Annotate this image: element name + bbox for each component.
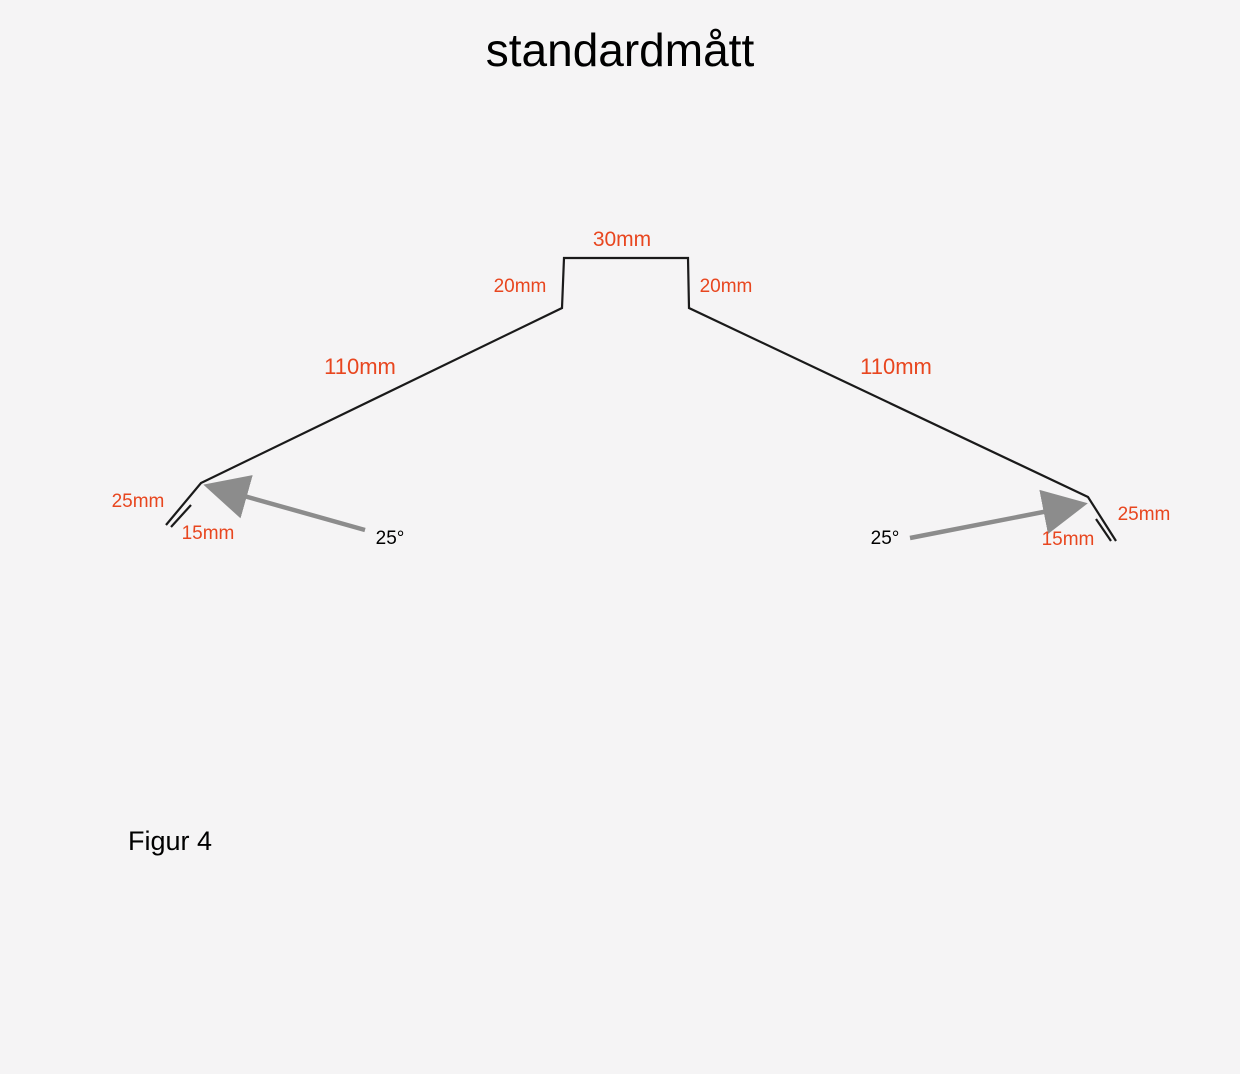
left-fold-outer-label: 25mm [112, 491, 165, 512]
diagram-title: standardmått [485, 24, 755, 76]
right-fold-inner-label: 15mm [1042, 529, 1095, 550]
right-riser-label: 20mm [700, 276, 753, 297]
left-angle-arrow [203, 475, 366, 533]
left-hem-line [170, 504, 192, 528]
left-slope-label: 110mm [324, 354, 396, 379]
top-width-label: 30mm [593, 228, 651, 251]
profile-outline [165, 256, 1117, 542]
left-angle-label: 25° [376, 528, 405, 549]
right-fold-outer-label: 25mm [1118, 504, 1171, 525]
left-fold-inner-label: 15mm [182, 523, 235, 544]
figure-caption: Figur 4 [128, 826, 213, 856]
right-hem-line [1095, 518, 1112, 542]
right-angle-label: 25° [871, 528, 900, 549]
right-slope-label: 110mm [860, 354, 932, 379]
left-riser-label: 20mm [494, 276, 547, 297]
right-angle-arrow [909, 489, 1088, 541]
